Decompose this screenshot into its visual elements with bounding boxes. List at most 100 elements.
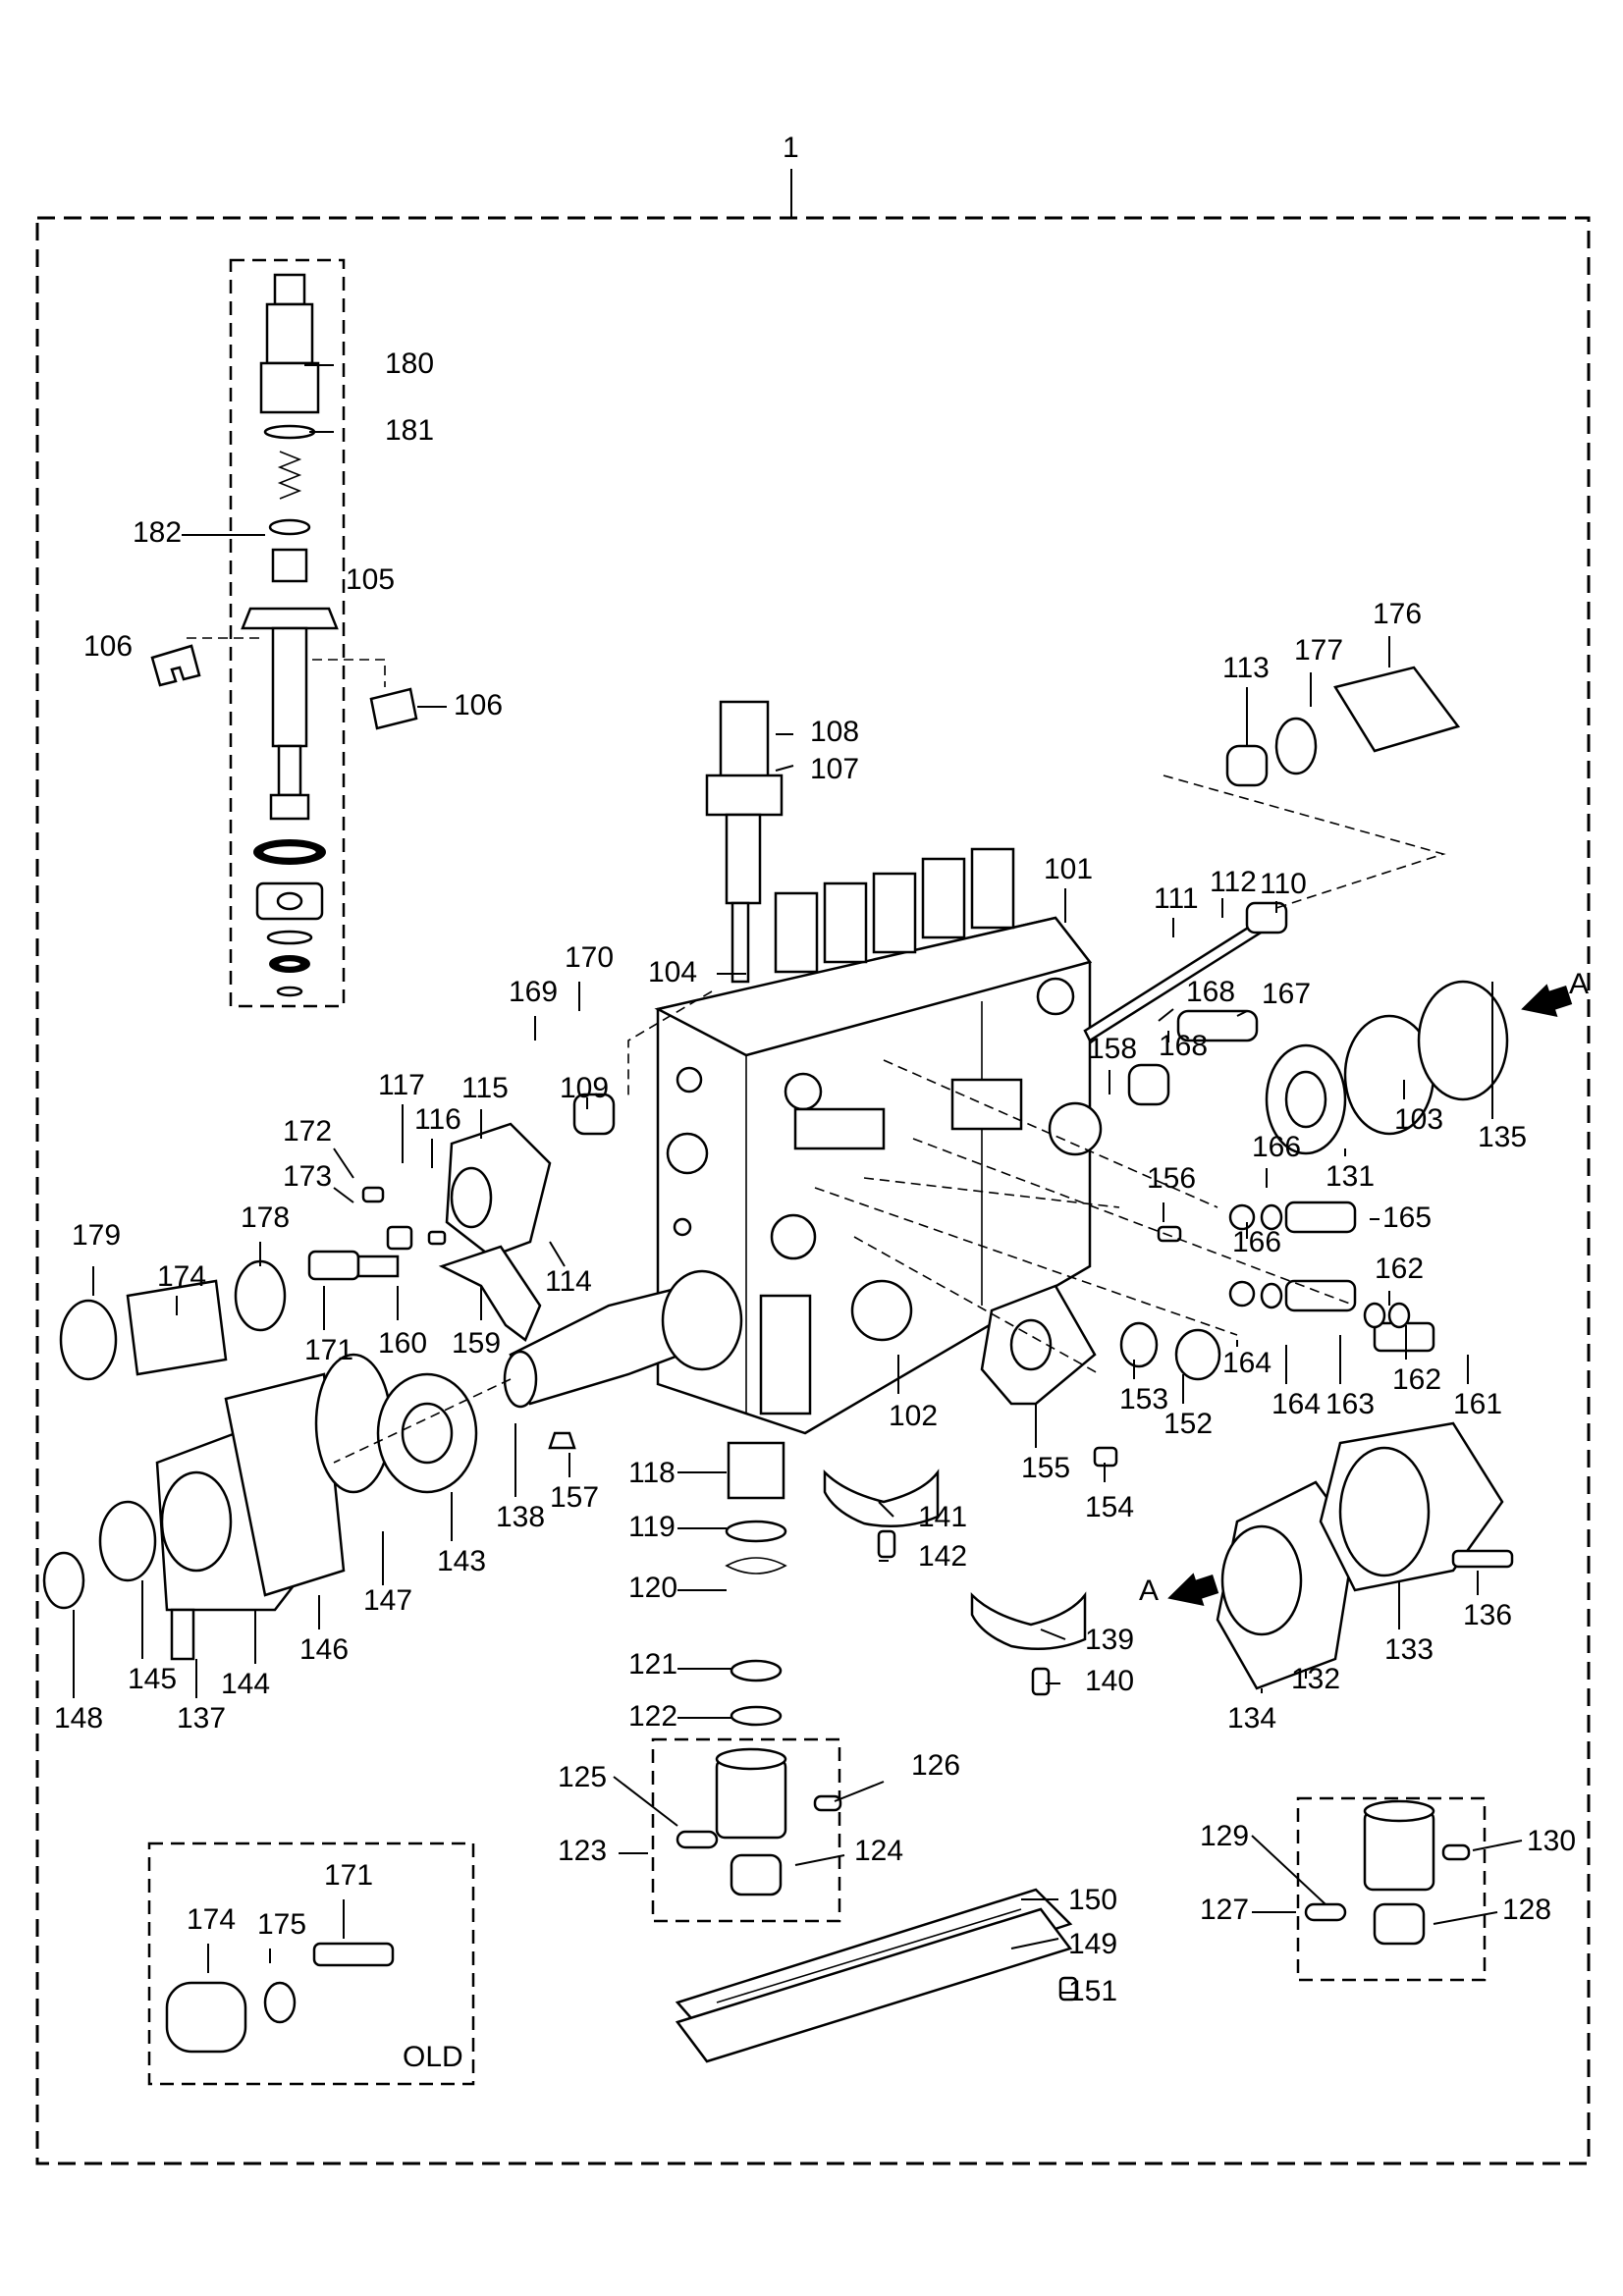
callout-167: 167 [1262, 978, 1311, 1010]
callout-138: 138 [496, 1501, 545, 1533]
callout-162: 162 [1375, 1253, 1424, 1285]
fittings-right [1119, 1201, 1435, 1381]
callout-156: 156 [1147, 1162, 1196, 1195]
callout-180: 180 [385, 347, 434, 380]
assembly-frame [35, 216, 1591, 2165]
callout-154: 154 [1085, 1491, 1134, 1523]
callout-151: 151 [1068, 1975, 1117, 2007]
callout-106-right: 106 [454, 689, 503, 721]
callout-159: 159 [452, 1327, 501, 1360]
callout-148: 148 [54, 1702, 103, 1735]
callout-168-lower: 168 [1159, 1030, 1208, 1062]
callout-131: 131 [1325, 1160, 1375, 1193]
injector-subframe [229, 258, 346, 1008]
leader-107 [775, 765, 794, 772]
callout-150: 150 [1068, 1884, 1117, 1916]
callout-115: 115 [461, 1072, 509, 1104]
callout-130: 130 [1527, 1825, 1576, 1857]
callout-160: 160 [378, 1327, 427, 1360]
callout-145: 145 [128, 1663, 177, 1695]
callout-149: 149 [1068, 1928, 1117, 1960]
callout-174-old: 174 [187, 1903, 236, 1936]
callout-155: 155 [1021, 1452, 1070, 1484]
callout-177: 177 [1294, 634, 1343, 667]
leader-167 [1236, 1010, 1248, 1017]
callout-181: 181 [385, 414, 434, 447]
callout-135: 135 [1478, 1121, 1527, 1153]
callout-170: 170 [565, 941, 614, 974]
callout-119: 119 [628, 1511, 676, 1543]
callout-163: 163 [1325, 1388, 1375, 1420]
callout-101: 101 [1044, 853, 1093, 885]
boot-and-clamps [59, 1250, 400, 1381]
view-arrow-bottom [1167, 1573, 1219, 1606]
roller-tappet [676, 1747, 842, 1896]
clip-left [150, 644, 201, 687]
callout-134: 134 [1227, 1702, 1276, 1735]
callout-129: 129 [1200, 1820, 1249, 1852]
callout-142: 142 [918, 1540, 967, 1573]
callout-140: 140 [1085, 1665, 1134, 1697]
old-variant-parts [165, 1942, 395, 2054]
callout-103: 103 [1394, 1103, 1443, 1136]
callout-126: 126 [911, 1749, 960, 1782]
callout-178: 178 [241, 1201, 290, 1234]
leader-168 [1158, 1008, 1174, 1022]
callout-102: 102 [889, 1400, 938, 1432]
timer-cover-parts [1127, 980, 1509, 1155]
callout-143: 143 [437, 1545, 486, 1577]
old-variant-subframe [147, 1842, 475, 2086]
callout-108: 108 [810, 716, 859, 748]
callout-172: 172 [283, 1115, 332, 1148]
callout-164-lower: 164 [1271, 1388, 1321, 1420]
callout-169: 169 [509, 976, 558, 1008]
callout-153: 153 [1119, 1383, 1168, 1415]
callout-182: 182 [133, 516, 182, 549]
view-marker-bottom: A [1139, 1575, 1159, 1607]
side-cover-parts [1216, 1421, 1514, 1690]
leader-129 [1251, 1835, 1326, 1905]
callout-161: 161 [1453, 1388, 1502, 1420]
callout-157: 157 [550, 1481, 599, 1514]
tappet-assembly [725, 1294, 812, 1727]
callout-114: 114 [545, 1265, 592, 1298]
callout-173: 173 [283, 1160, 332, 1193]
callout-137: 137 [177, 1702, 226, 1735]
callout-113: 113 [1222, 652, 1270, 684]
bearing-halves [548, 1431, 1087, 1696]
callout-133: 133 [1384, 1633, 1434, 1666]
callout-128: 128 [1502, 1894, 1551, 1926]
callout-171-old: 171 [324, 1859, 373, 1892]
callout-106: 106 [83, 630, 133, 663]
delivery-valve-holders [705, 700, 1015, 984]
callout-117: 117 [378, 1069, 425, 1101]
leader-173 [333, 1187, 354, 1203]
rack-and-plug [1083, 666, 1461, 1042]
callout-116: 116 [414, 1103, 461, 1136]
callout-110: 110 [1260, 868, 1307, 900]
callout-121: 121 [628, 1648, 677, 1681]
callout-164: 164 [1222, 1347, 1271, 1379]
callout-158: 158 [1088, 1033, 1137, 1065]
callout-104: 104 [648, 956, 697, 988]
callout-165: 165 [1382, 1201, 1432, 1234]
callout-144: 144 [221, 1668, 270, 1700]
governor-parts [361, 1093, 616, 1342]
callout-109: 109 [560, 1072, 609, 1104]
callout-112: 112 [1210, 866, 1257, 898]
callout-layer: 1011021031041051061071081091101111121131… [54, 347, 1576, 2007]
roller-tappet-alt [1304, 1799, 1471, 1946]
callout-132: 132 [1291, 1663, 1340, 1695]
front-cover [42, 1353, 478, 1661]
leader-172 [333, 1148, 354, 1179]
callout-171: 171 [304, 1334, 353, 1366]
assembly-number: 1 [783, 132, 799, 164]
callout-124: 124 [854, 1835, 903, 1867]
callout-166: 166 [1252, 1131, 1301, 1163]
leader-114 [549, 1241, 566, 1267]
callout-111: 111 [1154, 882, 1199, 915]
roller-tappet-alt-subframe [1296, 1796, 1487, 1982]
leader-124 [794, 1854, 845, 1866]
callout-120: 120 [628, 1572, 677, 1604]
